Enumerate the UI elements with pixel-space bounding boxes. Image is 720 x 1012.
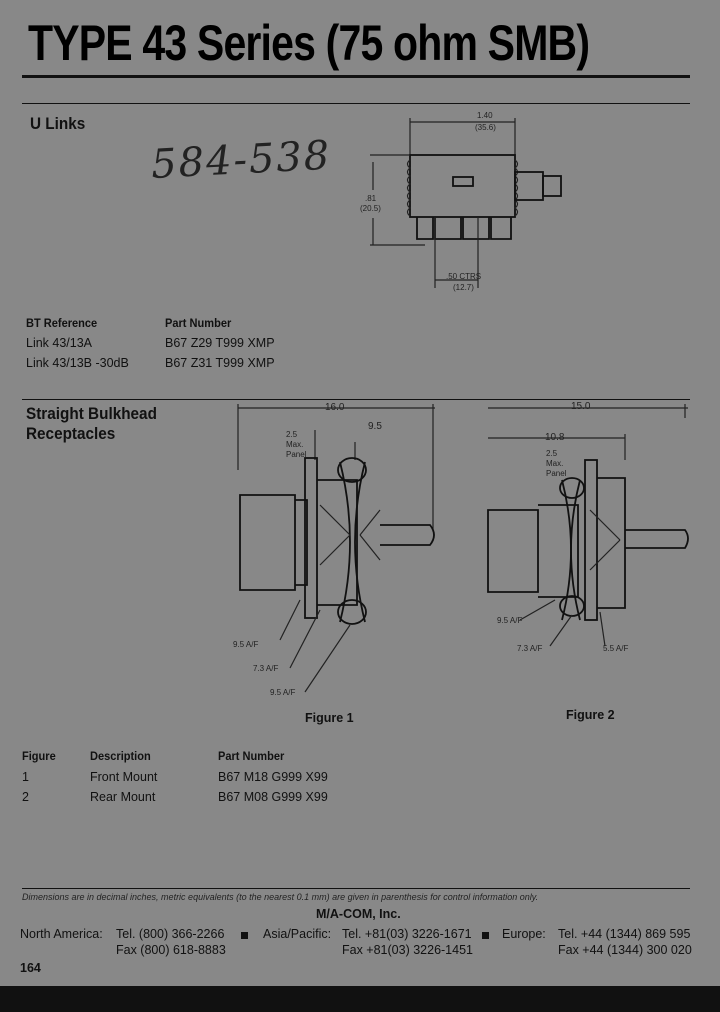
- figure-1-drawing: [237, 404, 435, 693]
- fig2-af-label: 7.3 A/F: [517, 644, 543, 653]
- section-rule-top: [22, 103, 690, 104]
- bulkhead-row-description: Rear Mount: [90, 790, 156, 804]
- separator-bullet: [482, 932, 489, 939]
- bulkhead-col-figure: Figure: [22, 749, 56, 763]
- fig1-panel-line: 2.5: [286, 430, 298, 439]
- fig2-panel-line: Max.: [546, 459, 564, 468]
- u-links-col-bt-reference: BT Reference: [26, 316, 98, 330]
- dim-width-in: 1.40: [477, 111, 493, 120]
- asia-label: Asia/Pacific:: [263, 927, 332, 941]
- fig2-af-label: 5.5 A/F: [603, 644, 629, 653]
- fig1-dim-total: 16.0: [325, 402, 345, 413]
- fig2-dim-inner: 10.8: [545, 432, 565, 443]
- fig2-dim-total: 15.0: [571, 401, 591, 412]
- title-rule: [22, 75, 690, 78]
- fig1-dim-inner: 9.5: [368, 421, 382, 432]
- bottom-bar: [0, 986, 720, 1012]
- asia-fax: Fax +81(03) 3226-1451: [342, 943, 473, 957]
- bulkhead-row-part: B67 M18 G999 X99: [218, 770, 328, 784]
- fig2-panel-line: Panel: [546, 469, 567, 478]
- page-title: TYPE 43 Series (75 ohm SMB): [28, 15, 590, 71]
- section-rule-middle: [22, 399, 690, 400]
- page-number: 164: [20, 961, 41, 975]
- figure-2-caption: Figure 2: [566, 708, 615, 722]
- asia-tel: Tel. +81(03) 3226-1671: [342, 927, 472, 941]
- bulkhead-heading-line2: Receptacles: [26, 424, 116, 443]
- dim-height-in: .81: [365, 194, 377, 203]
- north-america-fax: Fax (800) 618-8883: [116, 943, 226, 957]
- dim-ctrs-in: .50 CTRS: [446, 272, 482, 281]
- fig2-panel-line: 2.5: [546, 449, 558, 458]
- fig1-panel-line: Max.: [286, 440, 304, 449]
- bulkhead-row-description: Front Mount: [90, 770, 158, 784]
- fig1-panel-line: Panel: [286, 450, 307, 459]
- bulkhead-row-part: B67 M08 G999 X99: [218, 790, 328, 804]
- fig1-af-label: 7.3 A/F: [253, 664, 279, 673]
- u-links-row-part: B67 Z29 T999 XMP: [165, 336, 275, 350]
- figure-2-drawing: [487, 404, 689, 647]
- bulkhead-row-figure: 2: [22, 790, 29, 804]
- bulkhead-col-part-number: Part Number: [218, 749, 285, 763]
- u-links-row-part: B67 Z31 T999 XMP: [165, 356, 275, 370]
- dim-height-mm: (20.5): [360, 204, 381, 213]
- u-links-row-ref: Link 43/13A: [26, 336, 93, 350]
- dim-ctrs-mm: (12.7): [453, 283, 474, 292]
- europe-label: Europe:: [502, 927, 546, 941]
- europe-tel: Tel. +44 (1344) 869 595: [558, 927, 691, 941]
- u-links-row-ref: Link 43/13B -30dB: [26, 356, 129, 370]
- fig2-af-label: 9.5 A/F: [497, 616, 523, 625]
- footer-rule: [22, 888, 690, 889]
- bulkhead-heading-line1: Straight Bulkhead: [26, 404, 157, 423]
- u-links-heading: U Links: [30, 114, 86, 133]
- u-link-drawing: [370, 118, 562, 288]
- figure-1-caption: Figure 1: [305, 711, 354, 725]
- north-america-label: North America:: [20, 927, 103, 941]
- bulkhead-row-figure: 1: [22, 770, 29, 784]
- handwritten-note: 584-538: [150, 132, 333, 188]
- fig1-af-label: 9.5 A/F: [233, 640, 259, 649]
- north-america-tel: Tel. (800) 366-2266: [116, 927, 225, 941]
- u-links-col-part-number: Part Number: [165, 316, 232, 330]
- bulkhead-col-description: Description: [90, 749, 151, 763]
- fig1-af-label: 9.5 A/F: [270, 688, 296, 697]
- separator-bullet: [241, 932, 248, 939]
- company-name: M/A-COM, Inc.: [316, 907, 401, 921]
- dimensions-note: Dimensions are in decimal inches, metric…: [22, 892, 539, 902]
- europe-fax: Fax +44 (1344) 300 020: [558, 943, 692, 957]
- dim-width-mm: (35.6): [475, 123, 496, 132]
